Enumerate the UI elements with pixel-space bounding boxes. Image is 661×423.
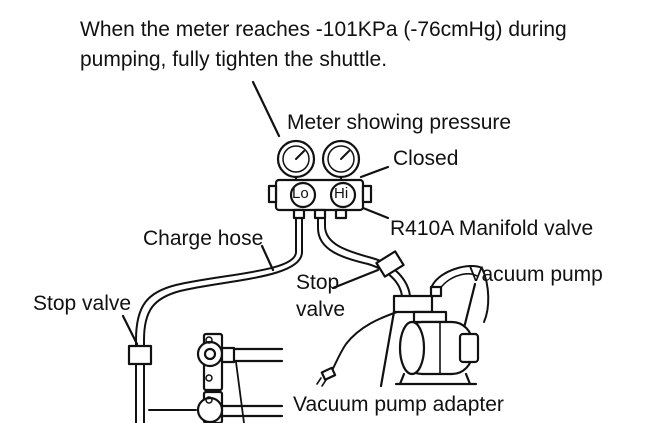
stop-valve-mid-leader-line [331, 268, 380, 290]
vacuum-pump [394, 265, 490, 386]
closed-leader-line [359, 165, 390, 179]
gauge-hi [321, 139, 361, 179]
stop-valve-left-leader-line [121, 314, 139, 346]
instruction-leader-line [251, 80, 281, 138]
closed-label: Closed [393, 147, 459, 170]
stop-valve-mid [375, 250, 405, 278]
manifold-label: R410A Manifold valve [390, 217, 594, 240]
charge-hose-label: Charge hose [143, 227, 264, 250]
vacuum-pump-leader-line [462, 282, 477, 330]
power-plug [320, 366, 337, 381]
valve-pointer-line [235, 361, 245, 423]
stop-valve-mid-label-line-1: Stop [296, 271, 340, 294]
service-valve-lower [196, 390, 284, 423]
adapter-label: Vacuum pump adapter [293, 393, 504, 416]
power-cord [329, 311, 398, 375]
instruction-text-line-2: pumping, fully tighten the shuttle. [80, 48, 388, 71]
stop-valve-left-label: Stop valve [33, 292, 132, 315]
vacuum-hose [317, 217, 411, 297]
stop-valve-mid-label-line-2: valve [296, 298, 346, 321]
gauge-lo [276, 139, 316, 179]
adapter-leader-line [379, 304, 397, 388]
gauge-hi-label: Hi [334, 185, 349, 202]
charge-hose-leader-line [260, 244, 275, 272]
vacuum-pump-adapter [392, 294, 434, 314]
gauge-lo-label: Lo [292, 185, 309, 202]
stop-valve-left [127, 344, 153, 366]
vacuum-pump-label: Vacuum pump [469, 263, 603, 286]
instruction-text-line-1: When the meter reaches -101KPa (-76cmHg)… [80, 18, 567, 41]
service-valve-upper [196, 332, 284, 392]
manifold-body [267, 178, 373, 220]
charge-hose [135, 217, 303, 423]
meter-label: Meter showing pressure [287, 111, 512, 134]
